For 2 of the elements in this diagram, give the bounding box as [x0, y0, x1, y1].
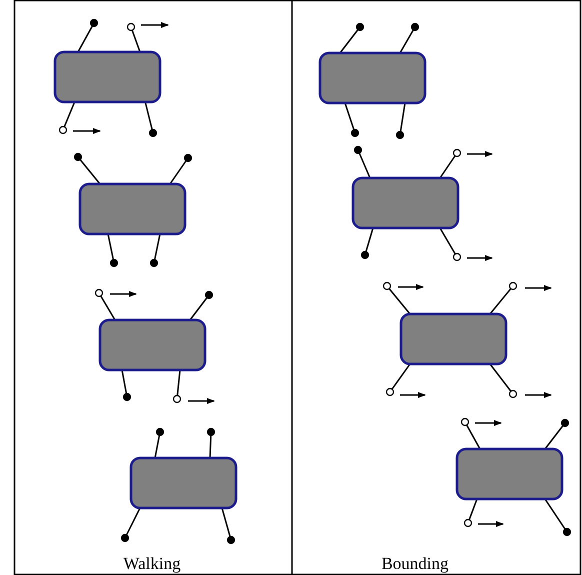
- panel-caption: Walking: [123, 554, 181, 574]
- panel-caption: Bounding: [381, 554, 449, 574]
